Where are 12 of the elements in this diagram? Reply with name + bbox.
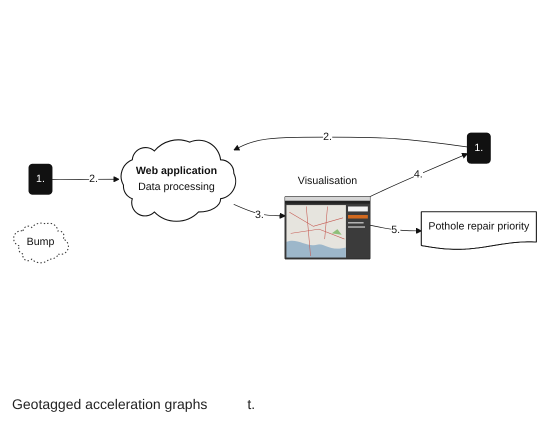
edge-label: 5.	[391, 224, 400, 236]
annotation-text: Geotagged acceleration graphs	[12, 396, 208, 412]
arrow	[369, 152, 468, 198]
edge-label: 2.	[89, 172, 98, 185]
edge-label: 3.	[254, 208, 264, 222]
edge-label: 2.	[323, 130, 332, 143]
arrow	[52, 176, 120, 182]
edge-label: 4.	[414, 168, 423, 180]
arrow	[370, 224, 422, 234]
arrow	[233, 204, 286, 219]
annotation-text: t.	[247, 396, 256, 412]
arrow	[233, 136, 468, 150]
